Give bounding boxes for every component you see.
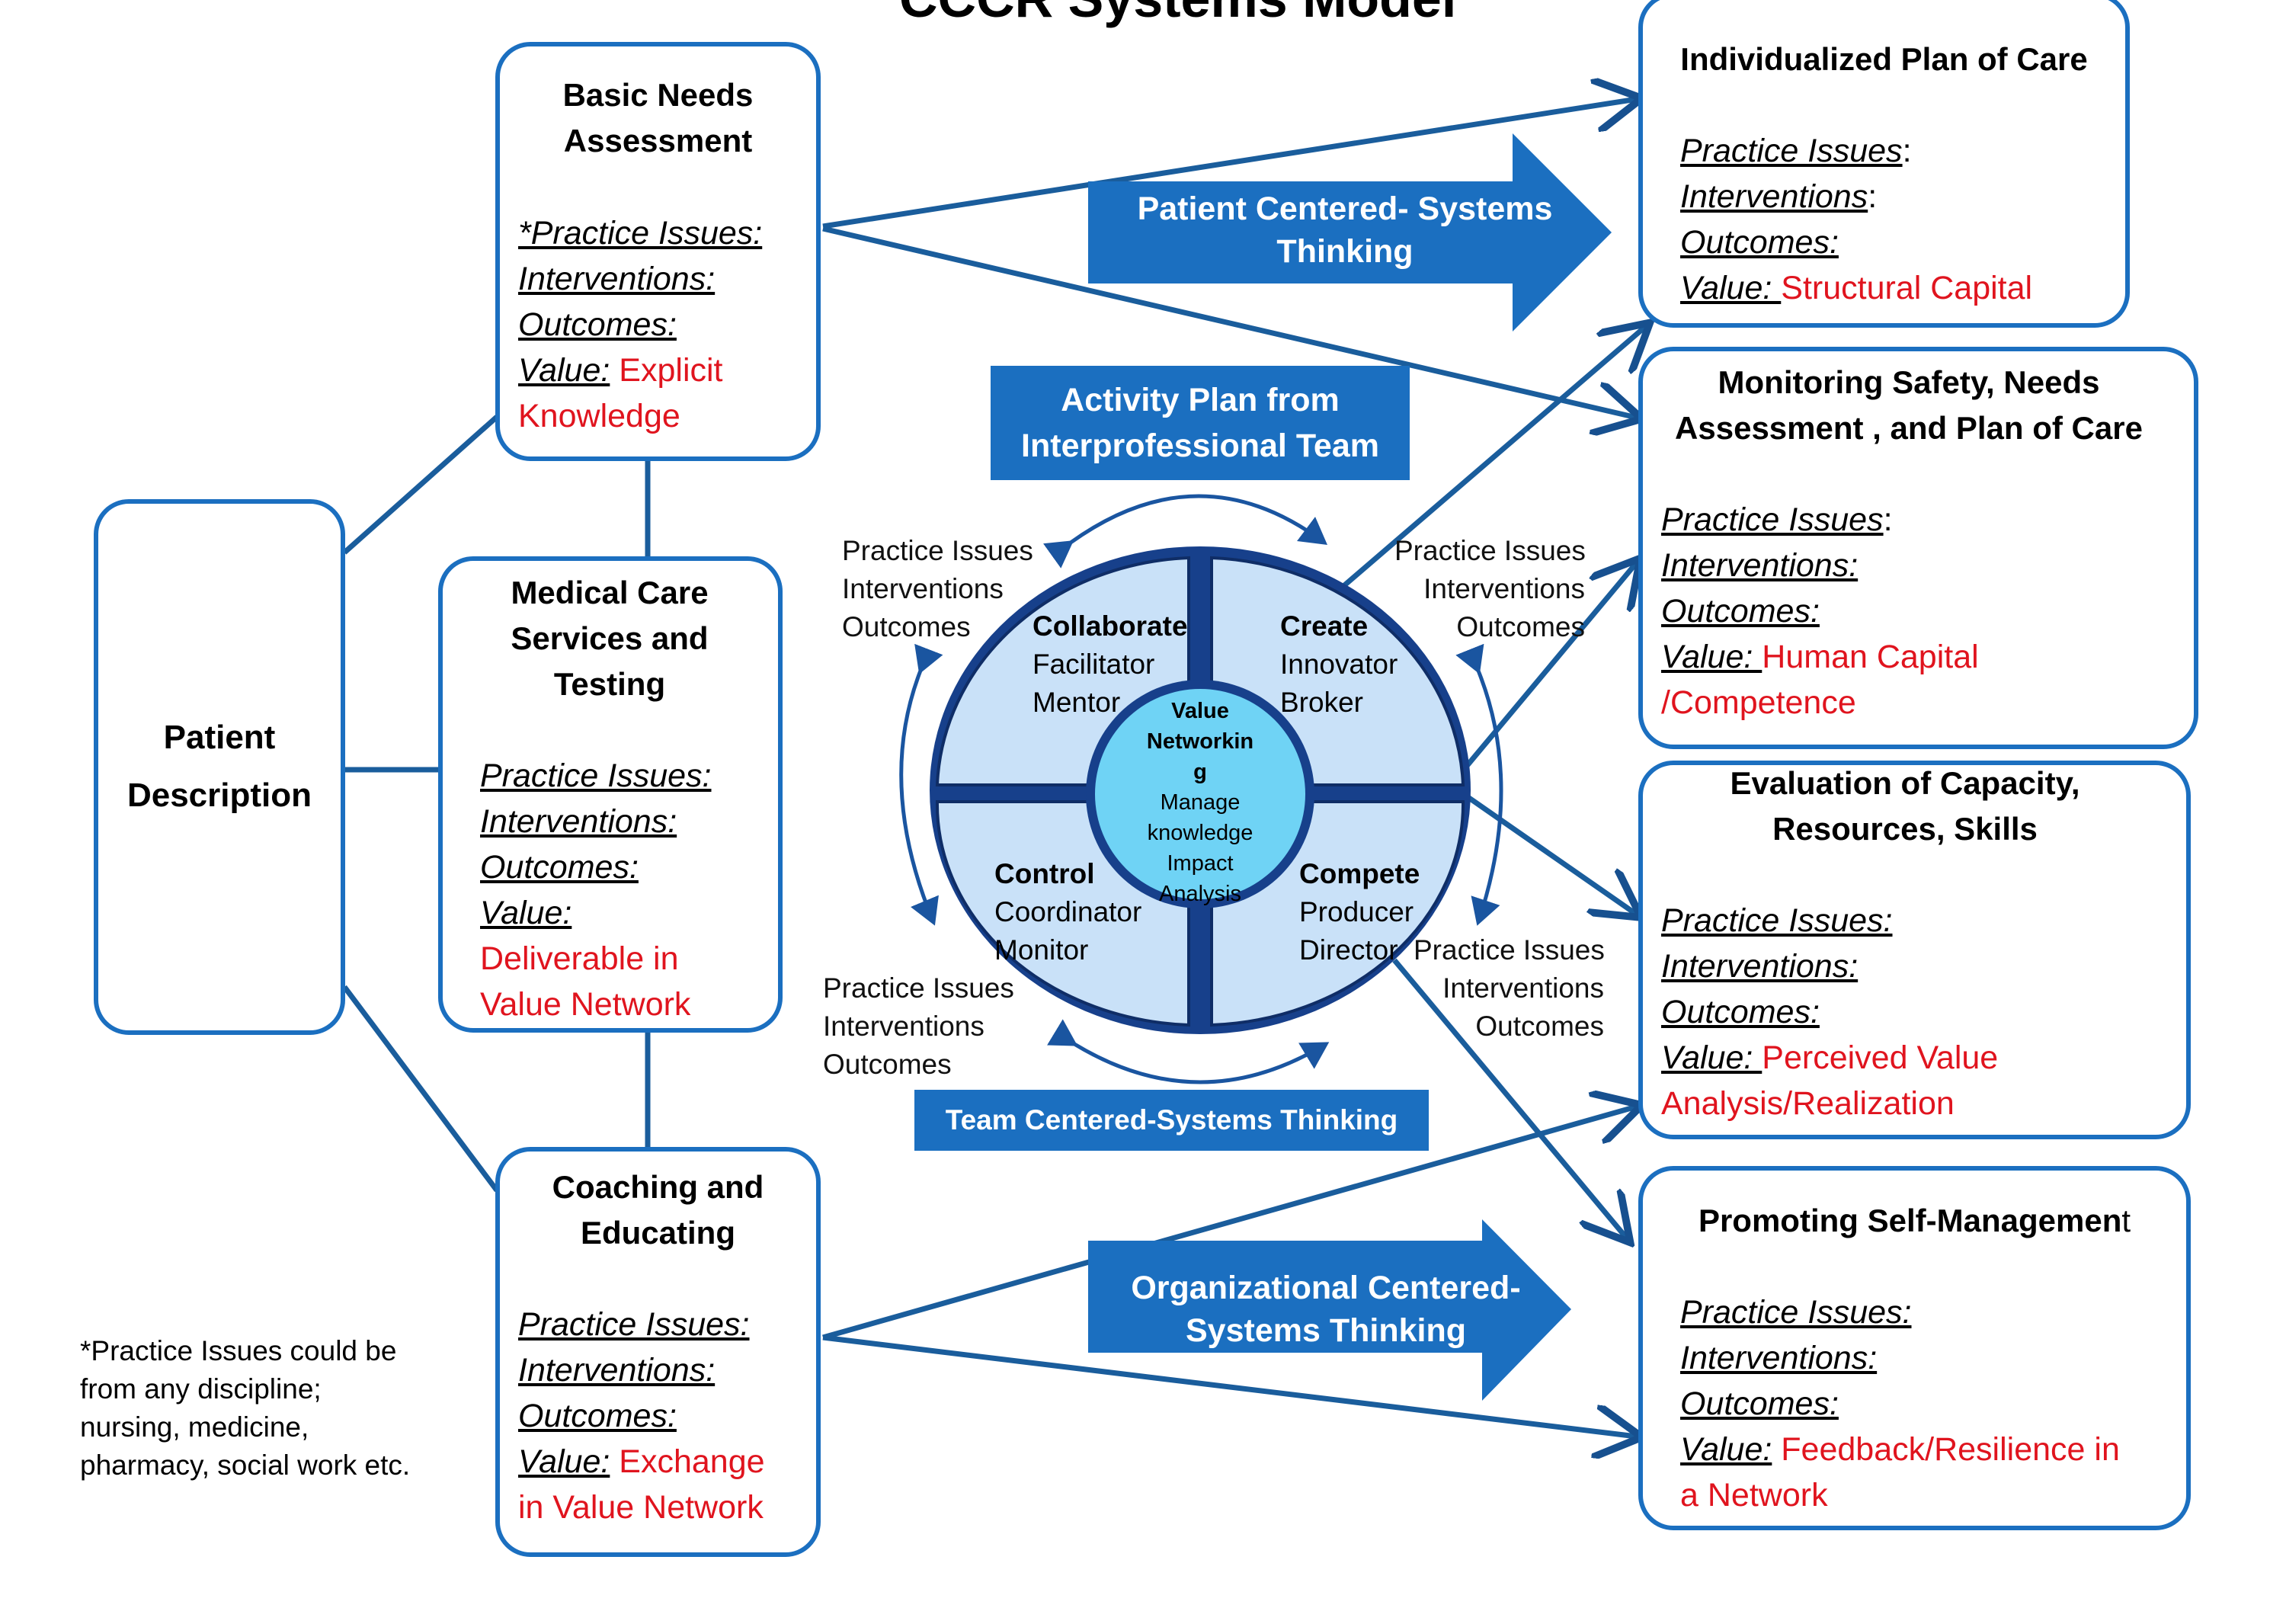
quadrant-wheel (930, 546, 1471, 1034)
quadrant-create: Create Innovator Broker (1280, 610, 1398, 718)
coaching-details: Practice Issues: Interventions: Outcomes… (518, 1306, 765, 1526)
basic-needs-details: *Practice Issues: Interventions: Outcome… (518, 215, 763, 434)
coaching-heading: Coaching and Educating (552, 1169, 764, 1251)
side-labels-bottom-right: Practice Issues Interventions Outcomes (1414, 934, 1605, 1042)
basic-needs-box (495, 42, 821, 461)
monitoring-safety-box (1638, 347, 2198, 749)
evaluation-details: Practice Issues: Interventions: Outcomes… (1661, 902, 1999, 1122)
footnote: *Practice Issues could be from any disci… (80, 1335, 411, 1481)
medical-care-heading: Medical Care Services and Testing (511, 575, 709, 702)
team-centered-band: Team Centered-Systems Thinking (914, 1090, 1429, 1151)
medical-care-box (438, 556, 783, 1033)
basic-needs-heading: Basic Needs Assessment (562, 77, 754, 159)
monitoring-safety-details: Practice Issues: Interventions: Outcomes… (1661, 501, 1979, 721)
promoting-self-management-box (1638, 1166, 2191, 1530)
individualized-plan-heading: Individualized Plan of Care (1680, 41, 2088, 77)
individualized-plan-details: Practice Issues: Interventions: Outcomes… (1680, 133, 2033, 306)
quadrant-control: Control Coordinator Monitor (994, 858, 1142, 966)
evaluation-heading: Evaluation of Capacity, Resources, Skill… (1730, 765, 2080, 847)
side-labels-bottom-left: Practice Issues Interventions Outcomes (823, 972, 1014, 1080)
promoting-self-management-details: Practice Issues: Interventions: Outcomes… (1680, 1294, 2120, 1513)
monitoring-safety-heading: Monitoring Safety, Needs Assessment , an… (1675, 364, 2143, 446)
patient-description-label: Patient Description (126, 719, 312, 814)
promoting-self-management-heading: Promoting Self-Management (1698, 1203, 2131, 1238)
evaluation-box (1638, 761, 2191, 1139)
patient-description-box (94, 499, 345, 1035)
side-labels-top-left: Practice Issues Interventions Outcomes (842, 535, 1033, 642)
quadrant-compete: Compete Producer Director (1299, 858, 1420, 966)
diagram-title: CCCR Systems Model (899, 0, 1456, 29)
organizational-centered-label: Organizational Centered- Systems Thinkin… (1131, 1270, 1521, 1349)
quadrant-collaborate: Collaborate Facilitator Mentor (1033, 610, 1188, 718)
value-networking-center: Value Networkin g Manage knowledge Impac… (1146, 699, 1254, 906)
medical-care-details: Practice Issues: Interventions: Outcomes… (480, 758, 712, 1023)
activity-plan-band: Activity Plan from Interprofessional Tea… (991, 366, 1410, 480)
individualized-plan-box (1638, 0, 2130, 328)
coaching-box (495, 1147, 821, 1557)
patient-centered-label: Patient Centered- Systems Thinking (1137, 191, 1553, 270)
side-labels-top-right: Practice Issues Interventions Outcomes (1394, 535, 1586, 642)
